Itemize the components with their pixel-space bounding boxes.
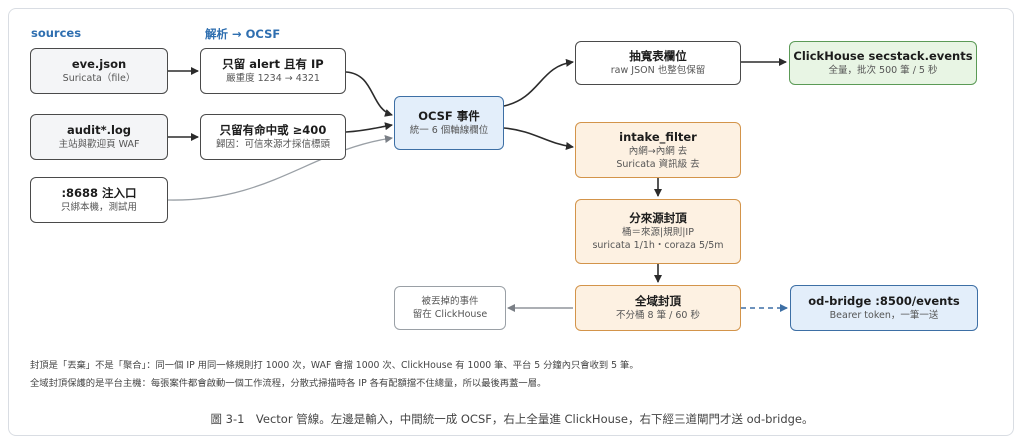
node-ocsf-event: OCSF 事件 統一 6 個軸線欄位 — [394, 96, 504, 150]
node-audit-log: audit*.log 主站與歡迎頁 WAF — [30, 114, 168, 160]
node-intake-filter-line2: Suricata 資訊級 去 — [616, 158, 700, 170]
node-clickhouse-title: ClickHouse secstack.events — [793, 49, 973, 63]
node-inject-port-subtitle: 只綁本機，測試用 — [60, 202, 137, 213]
node-od-bridge: od-bridge :8500/events Bearer token，一筆一送 — [790, 285, 978, 331]
node-audit-log-subtitle: 主站與歡迎頁 WAF — [58, 139, 140, 150]
edge-ocsf-to-intake — [503, 127, 574, 150]
figure-caption: 圖 3-1 Vector 管線。左邊是輸入，中間統一成 OCSF，右上全量進 C… — [210, 412, 814, 426]
node-global-cap-title: 全域封頂 — [635, 294, 681, 308]
node-dropped-events: 被丟掉的事件 留在 ClickHouse — [394, 286, 506, 330]
node-alert-with-ip-subtitle: 嚴重度 1234 → 4321 — [226, 73, 320, 84]
node-dropped-events-line1: 被丟掉的事件 — [421, 296, 479, 307]
node-wide-table-subtitle: raw JSON 也整包保留 — [610, 65, 706, 76]
node-dropped-events-line2: 留在 ClickHouse — [412, 309, 488, 320]
node-intake-filter-line1: 內網→內網 去 — [628, 145, 688, 157]
node-ocsf-event-subtitle: 統一 6 個軸線欄位 — [409, 125, 489, 136]
node-clickhouse-events: ClickHouse secstack.events 全量，批次 500 筆 /… — [789, 41, 977, 85]
sources-column-heading: sources — [31, 26, 82, 40]
node-eve-json: eve.json Suricata（file） — [30, 48, 168, 94]
node-per-source-cap: 分來源封頂 桶＝來源|規則|IP suricata 1/1h・coraza 5/… — [575, 199, 741, 264]
node-intake-filter-title: intake_filter — [619, 129, 697, 144]
node-eve-json-subtitle: Suricata（file） — [62, 73, 136, 84]
node-audit-log-title: audit*.log — [66, 123, 132, 137]
parse-column-heading: 解析 → OCSF — [205, 27, 281, 41]
node-inject-port-title: :8688 注入口 — [61, 186, 137, 200]
edge-alert-to-ocsf — [345, 71, 393, 117]
edge-hit400-to-ocsf — [345, 122, 393, 133]
node-ocsf-event-title: OCSF 事件 — [418, 109, 480, 123]
node-od-bridge-title: od-bridge :8500/events — [808, 294, 960, 308]
node-global-cap-subtitle: 不分桶 8 筆 / 60 秒 — [616, 310, 700, 321]
node-wide-table-title: 抽寬表欄位 — [629, 49, 687, 63]
node-hit-or-400-title: 只留有命中或 ≥400 — [219, 123, 327, 137]
node-per-source-cap-line1: 桶＝來源|規則|IP — [622, 227, 694, 238]
node-per-source-cap-title: 分來源封頂 — [629, 211, 687, 225]
node-wide-table-fields: 抽寬表欄位 raw JSON 也整包保留 — [575, 41, 741, 85]
node-inject-port: :8688 注入口 只綁本機，測試用 — [30, 177, 168, 223]
node-clickhouse-subtitle: 全量，批次 500 筆 / 5 秒 — [828, 65, 938, 76]
node-alert-with-ip-title: 只留 alert 且有 IP — [222, 57, 324, 71]
node-od-bridge-subtitle: Bearer token，一筆一送 — [829, 310, 939, 321]
node-hit-or-400-subtitle: 歸因：可信來源才採信標頭 — [215, 139, 330, 150]
node-per-source-cap-line2: suricata 1/1h・coraza 5/5m — [592, 240, 724, 251]
node-hit-or-400: 只留有命中或 ≥400 歸因：可信來源才採信標頭 — [200, 114, 346, 160]
note-line-2: 全域封頂保護的是平台主機：每張案件都會啟動一個工作流程，分散式掃描時各 IP 各… — [30, 378, 547, 389]
node-eve-json-title: eve.json — [71, 57, 127, 71]
note-line-1: 封頂是「丟棄」不是「聚合」：同一個 IP 用同一條規則打 1000 次，WAF … — [30, 360, 639, 371]
edge-inject-to-ocsf — [167, 135, 393, 201]
node-intake-filter: intake_filter 內網→內網 去 Suricata 資訊級 去 — [575, 122, 741, 178]
node-global-cap: 全域封頂 不分桶 8 筆 / 60 秒 — [575, 285, 741, 331]
node-alert-with-ip: 只留 alert 且有 IP 嚴重度 1234 → 4321 — [200, 48, 346, 94]
edge-ocsf-to-wide — [503, 58, 574, 107]
